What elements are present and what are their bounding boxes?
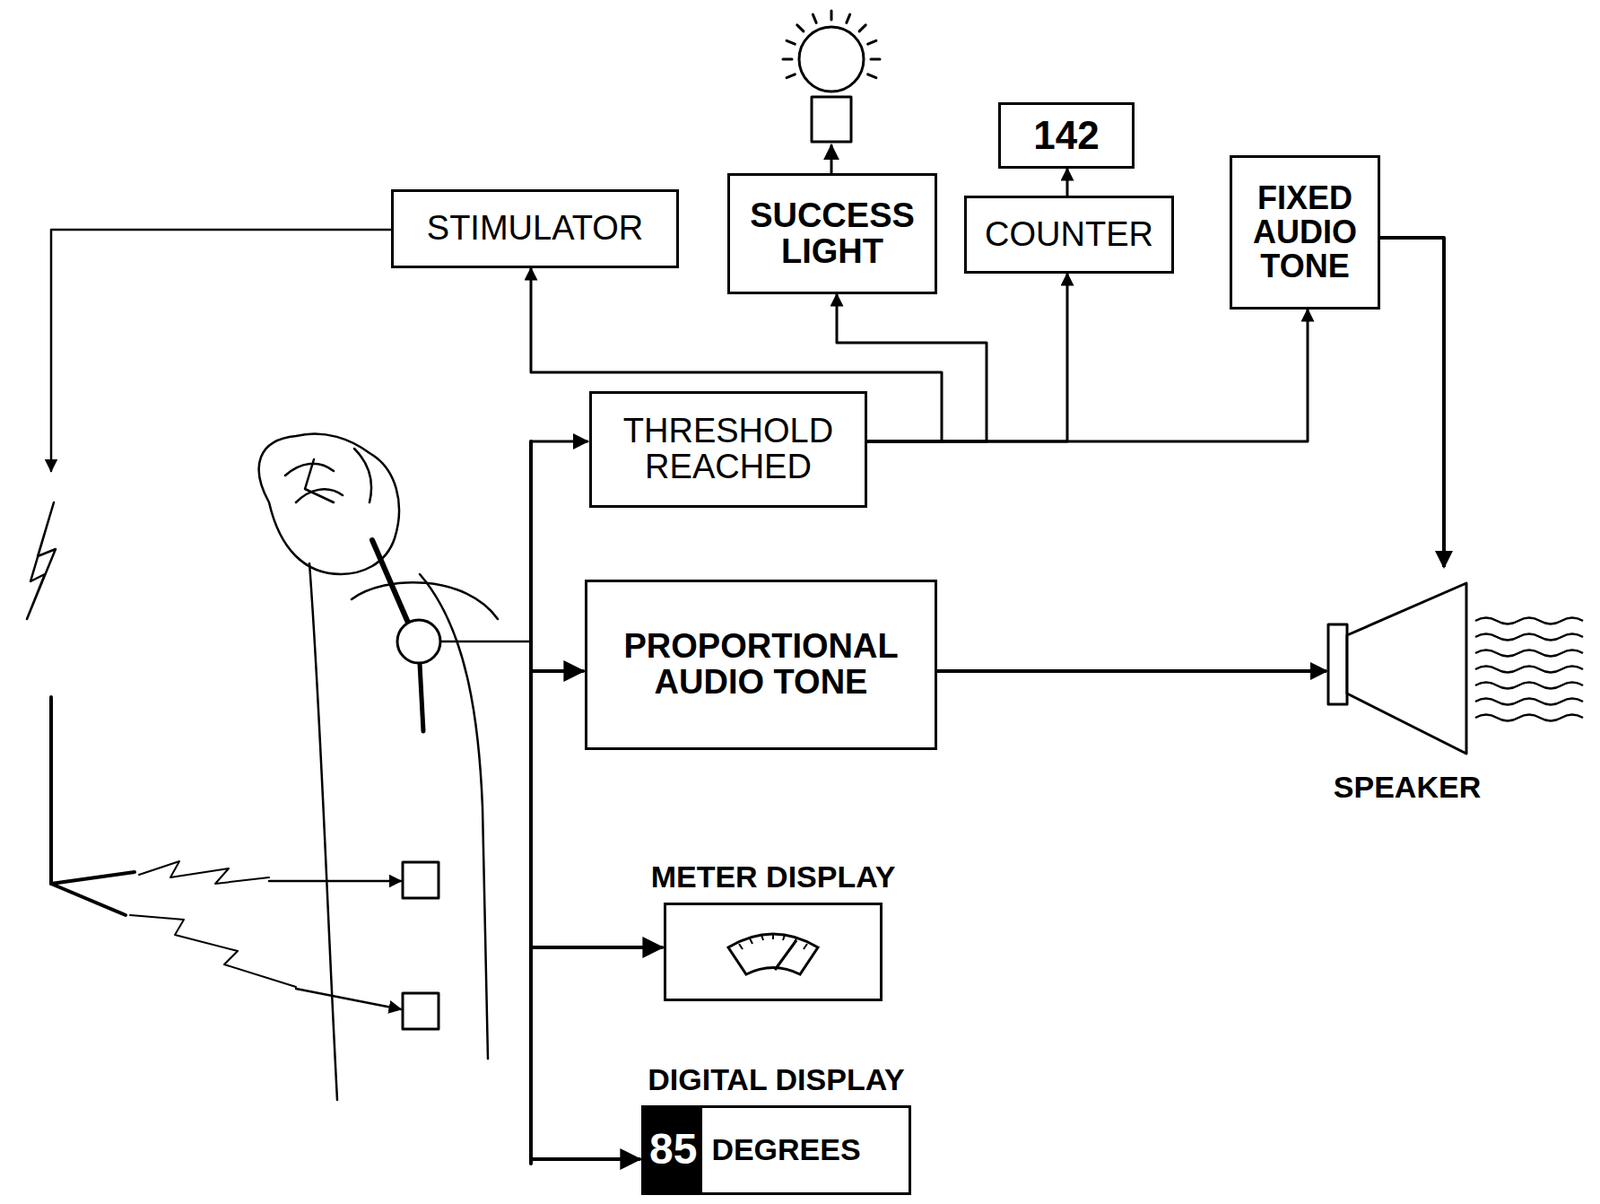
light-arrow [830, 145, 834, 174]
signal-arrow [530, 945, 662, 949]
box-label: COUNTER [977, 217, 1162, 253]
box-text: 142 [1012, 114, 1121, 157]
box-text: COUNTER [977, 217, 1162, 253]
electrode [402, 861, 439, 898]
display-heading: DIGITAL DISPLAY [647, 1063, 905, 1096]
goniometer-arm [419, 663, 424, 731]
box-label: FIXED AUDIO TONE [1242, 181, 1368, 283]
box-text: PROPORTIONAL AUDIO TONE [624, 628, 899, 701]
signal-arrow [530, 1156, 640, 1161]
box-text: FIXED AUDIO TONE [1242, 181, 1368, 283]
process-box: 142 [998, 102, 1135, 169]
box-label: PROPORTIONAL AUDIO TONE [624, 628, 899, 701]
connector [1066, 168, 1070, 196]
signal-arrow [530, 440, 588, 444]
box-text: STIMULATOR [405, 210, 666, 247]
box-text: SUCCESS LIGHT [740, 198, 925, 270]
display-heading: METER DISPLAY [651, 860, 896, 894]
digital-display: 85DEGREES [641, 1104, 912, 1195]
lightning [139, 860, 270, 884]
unit-label: DEGREES [711, 1133, 861, 1166]
finger-lines [285, 448, 372, 503]
signal-bus [529, 441, 533, 1164]
lightning [26, 502, 56, 619]
digital-readout: 85 [643, 1107, 703, 1192]
process-box: DIGITAL DISPLAY 85DEGREES [641, 1063, 912, 1195]
connector [1380, 237, 1444, 567]
speaker: SPEAKER [1326, 566, 1596, 811]
forearm [309, 563, 338, 1100]
electrode [402, 992, 439, 1029]
box-label: STIMULATOR [405, 210, 666, 247]
bulb [799, 26, 864, 92]
goniometer [397, 619, 441, 663]
process-box: THRESHOLD REACHED [589, 391, 868, 508]
box-text: THRESHOLD REACHED [602, 413, 854, 486]
process-box: SUCCESS LIGHT [727, 173, 938, 295]
goniometer-arc [351, 582, 498, 619]
box-label: SUCCESS LIGHT [740, 198, 925, 270]
goniometer-arm [372, 539, 409, 623]
stimulus-arrow [295, 988, 401, 1009]
speaker-label: SPEAKER [1308, 771, 1506, 804]
connector [937, 669, 1327, 673]
signal-arrow [530, 669, 583, 673]
bulb-base [811, 96, 852, 142]
connector [867, 309, 1308, 442]
meter-dial [719, 920, 827, 983]
lightning [130, 914, 296, 987]
stimulator-wire [51, 229, 392, 471]
box-label: THRESHOLD REACHED [602, 413, 854, 486]
stimulator-wire [51, 696, 135, 884]
connector [867, 273, 1068, 442]
process-box: PROPORTIONAL AUDIO TONE [584, 579, 938, 750]
process-box: STIMULATOR [391, 189, 679, 269]
sensor-wire [441, 640, 531, 644]
box-label: 142 [1012, 114, 1121, 157]
process-box: COUNTER [964, 195, 1174, 274]
stimulator-wire [51, 883, 126, 915]
stimulus-arrow [269, 879, 401, 883]
process-box: FIXED AUDIO TONE [1229, 155, 1381, 310]
process-box: METER DISPLAY [663, 860, 883, 1001]
meter-display [663, 902, 883, 1001]
bulb-rays [782, 10, 880, 79]
